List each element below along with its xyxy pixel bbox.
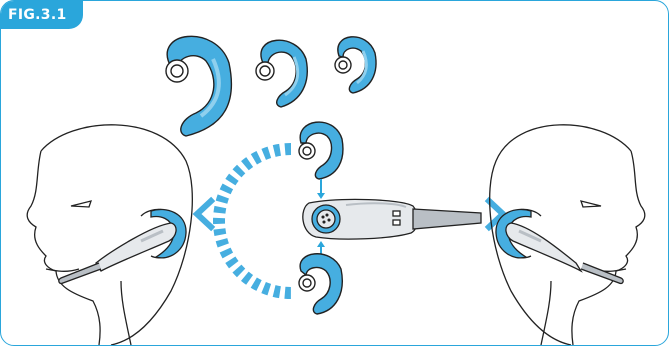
chevron-left-icon: [197, 201, 211, 227]
ear-hook-small: [335, 37, 376, 93]
ear-hook-large: [166, 36, 231, 136]
ear-hook-top: [299, 122, 343, 179]
headset-center: [303, 199, 481, 239]
arrow-down-head: [317, 193, 325, 199]
arrow-up-head: [317, 241, 325, 247]
ear-hook-bottom: [299, 254, 342, 314]
rotation-arc: [219, 149, 291, 293]
ear-hook-medium: [256, 40, 307, 107]
headset-right: [496, 209, 623, 283]
headset-left: [59, 209, 186, 283]
